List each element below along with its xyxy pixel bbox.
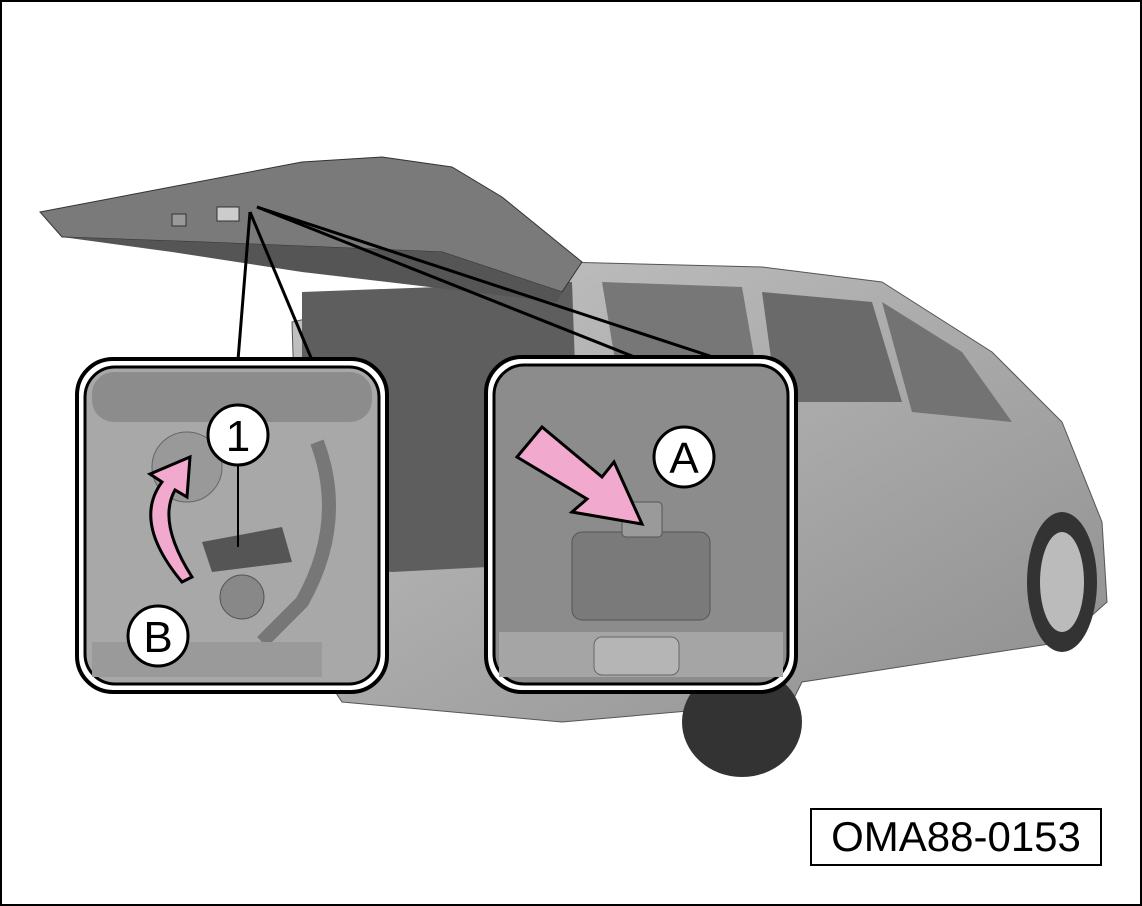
figure-code: OMA88-0153 <box>810 808 1102 866</box>
callout-b <box>126 604 190 668</box>
cover-inset: A <box>484 355 798 694</box>
callout-1-text: 1 <box>226 412 250 461</box>
rotate-arrow-icon <box>146 454 195 584</box>
callout-a-text: A <box>669 434 699 483</box>
push-arrow-icon <box>514 424 645 526</box>
leader-lines <box>236 205 723 362</box>
callout-b-text: B <box>143 613 172 662</box>
callout-1 <box>206 403 270 467</box>
callout-a <box>652 425 716 489</box>
latch-inset: 1 B <box>75 357 389 694</box>
